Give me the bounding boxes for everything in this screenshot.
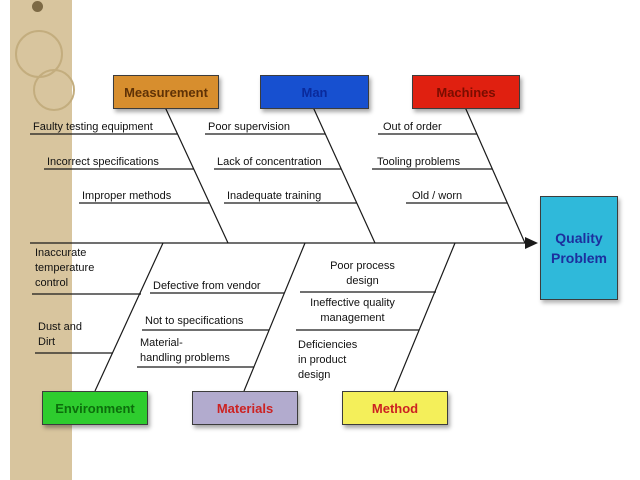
- bone-materials: [243, 242, 306, 392]
- category-box-environment: Environment: [42, 391, 148, 425]
- category-box-measurement: Measurement: [113, 75, 219, 109]
- cause-out-of-order: Out of order: [383, 121, 442, 133]
- cause-faulty-testing-equipment: Faulty testing equipment: [33, 121, 153, 133]
- bone-machines: [464, 106, 526, 244]
- category-box-man: Man: [260, 75, 369, 109]
- cause-improper-methods: Improper methods: [82, 190, 172, 202]
- cause-not-to-specifications: Not to specifications: [145, 315, 244, 327]
- cause-poor-supervision: Poor supervision: [208, 121, 290, 133]
- cause-material-handling-problems: Material- handling problems: [140, 337, 230, 364]
- cause-inadequate-training: Inadequate training: [227, 190, 322, 202]
- cause-old-worn: Old / worn: [412, 190, 463, 202]
- cause-poor-process-design: Poor process design: [330, 260, 395, 287]
- cause-inaccurate-temperature-control: Inaccurate temperature control: [35, 247, 95, 289]
- spine-arrowhead: [525, 237, 538, 249]
- decorative-dot: [32, 1, 43, 12]
- effect-box-quality-problem: Quality Problem: [540, 196, 618, 300]
- cause-lack-of-concentration: Lack of concentration: [217, 156, 322, 168]
- bone-man: [312, 106, 376, 244]
- cause-tooling-problems: Tooling problems: [377, 156, 461, 168]
- category-box-method: Method: [342, 391, 448, 425]
- category-box-materials: Materials: [192, 391, 298, 425]
- cause-defective-from-vendor: Defective from vendor: [153, 280, 261, 292]
- cause-dust-and-dirt: Dust and Dirt: [38, 321, 83, 348]
- cause-deficiencies-in-product-design: Deficiencies in product design: [298, 339, 358, 381]
- cause-incorrect-specifications: Incorrect specifications: [47, 156, 159, 168]
- cause-ineffective-quality-management: Ineffective quality management: [310, 297, 395, 324]
- left-decorative-stripe: [10, 0, 75, 480]
- category-box-machines: Machines: [412, 75, 520, 109]
- decorative-circle: [33, 69, 75, 111]
